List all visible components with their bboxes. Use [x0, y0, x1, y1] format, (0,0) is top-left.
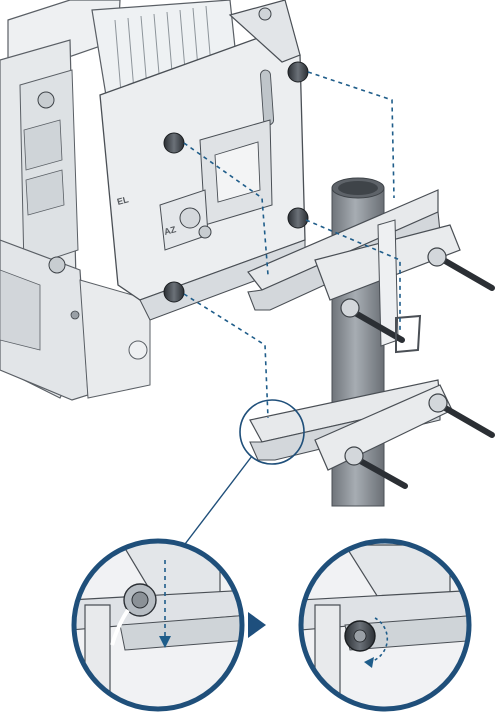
alignment-guide-lines — [183, 71, 401, 419]
nut-icon — [428, 393, 448, 413]
detail-callout-ring — [239, 399, 305, 465]
arrow-right-icon — [248, 612, 266, 638]
elevation-label: EL — [116, 194, 130, 207]
rotate-arrow-icon — [369, 617, 389, 663]
mounting-bracket-plate: EL AZ — [99, 0, 306, 321]
upper-u-bracket-icon — [247, 189, 495, 354]
nut-icon — [340, 298, 360, 318]
nut-icon — [344, 446, 364, 466]
lower-u-bracket-icon — [249, 379, 495, 489]
callout-leader-line — [181, 455, 253, 549]
detail-step-2 — [298, 538, 472, 712]
detail-step-1 — [71, 538, 245, 712]
nut-icon — [427, 247, 447, 267]
azimuth-label: AZ — [163, 224, 178, 237]
bolt-icon — [163, 61, 309, 303]
